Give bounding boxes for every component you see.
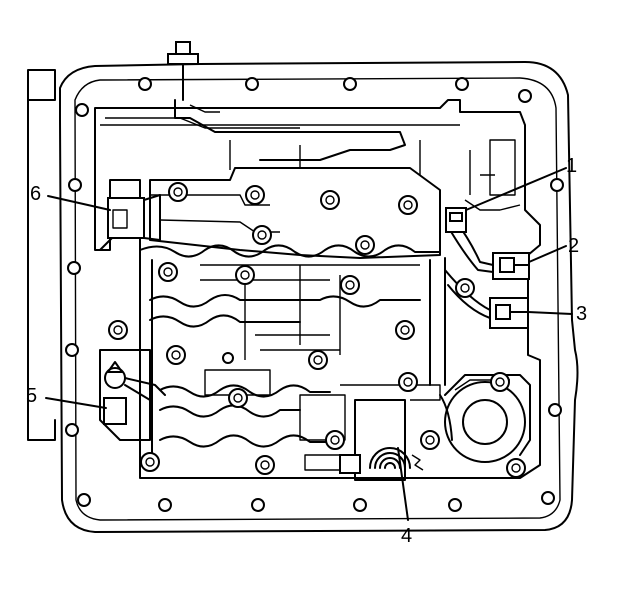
callout-5: 5 (26, 385, 37, 407)
top-fitting (167, 41, 199, 101)
connector-2 (492, 252, 530, 280)
body-bolts (108, 182, 526, 478)
leader-2 (528, 245, 567, 263)
manual-valve (99, 349, 166, 441)
leader-3 (527, 311, 573, 315)
leader-6 (47, 195, 111, 211)
leader-5 (45, 397, 107, 409)
callout-3: 3 (576, 303, 587, 325)
solenoid-1 (445, 207, 467, 233)
connector-3 (489, 297, 529, 329)
wiring-harness (439, 139, 521, 441)
flange-bolts (65, 77, 564, 512)
callout-2: 2 (568, 235, 579, 257)
leader-lines (45, 167, 573, 521)
left-connector (99, 194, 161, 251)
transmission-case (27, 61, 579, 533)
leader-4 (397, 447, 409, 521)
servo-assembly (444, 374, 531, 463)
callout-4: 4 (401, 525, 412, 547)
callout-6: 6 (30, 183, 41, 205)
leader-1 (465, 167, 567, 211)
callout-1: 1 (566, 155, 577, 177)
accumulator-spring (339, 399, 424, 481)
